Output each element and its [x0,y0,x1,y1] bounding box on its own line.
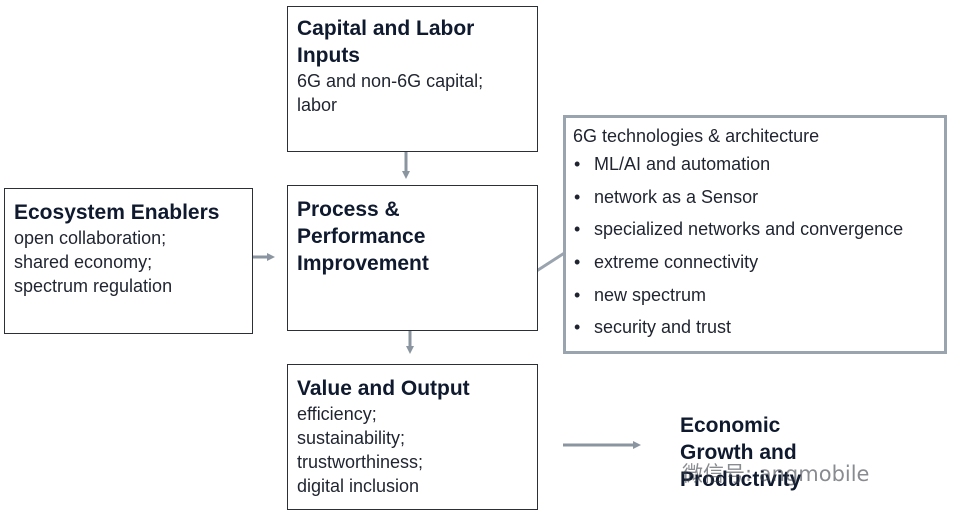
economic-growth-label: Economic Growth and Productivity [680,414,802,491]
tech-item-label: specialized networks and convergence [594,219,904,240]
tech-list-item: • extreme connectivity [573,250,937,274]
tech-item-label: ML/AI and automation [594,154,771,174]
6g-technologies-list: • ML/AI and automation • network as a Sens… [573,152,937,339]
value-output-box: Value and Output efficiency; sustainabil… [287,364,538,510]
bullet-icon: • [574,186,581,207]
process-performance-box: Process & Performance Improvement [287,185,538,331]
tech-list-item: • new spectrum [573,283,937,307]
ecosystem-enablers-box: Ecosystem Enablers open collaboration; s… [4,188,253,334]
tech-list-item: • specialized networks and convergence [573,217,937,241]
value-output-title: Value and Output [297,377,470,400]
tech-item-label: extreme connectivity [594,252,759,273]
value-output-text: efficiency; sustainability; trustworthin… [297,404,424,496]
tech-item-label: security and trust [594,317,732,338]
bullet-icon: • [574,219,581,240]
tech-list-item: • network as a Sensor [573,185,937,209]
ecosystem-enablers-title: Ecosystem Enablers [14,201,220,224]
6g-technologies-box: 6G technologies & architecture • ML/AI an… [563,115,947,354]
tech-item-label: new spectrum [594,284,707,305]
tech-list-item: • security and trust [573,315,937,339]
bullet-icon: • [574,252,581,273]
ecosystem-enablers-text: open collaboration; shared economy; spec… [14,228,173,296]
process-performance-title: Process & Performance Improvement [297,198,429,275]
tech-list-item: • ML/AI and automation [573,152,937,176]
capital-labor-title: Capital and Labor Inputs [297,17,475,67]
tech-item-label: network as a Sensor [594,186,759,207]
watermark-text: 微信号: angmobile [682,462,870,486]
bullet-icon: • [574,284,581,305]
bullet-icon: • [574,317,581,338]
bullet-icon: • [574,154,581,174]
capital-labor-text: 6G and non-6G capital; labor [297,71,484,115]
capital-labor-box: Capital and Labor Inputs 6G and non-6G c… [287,6,538,152]
6g-technologies-heading: 6G technologies & architecture [573,126,820,146]
